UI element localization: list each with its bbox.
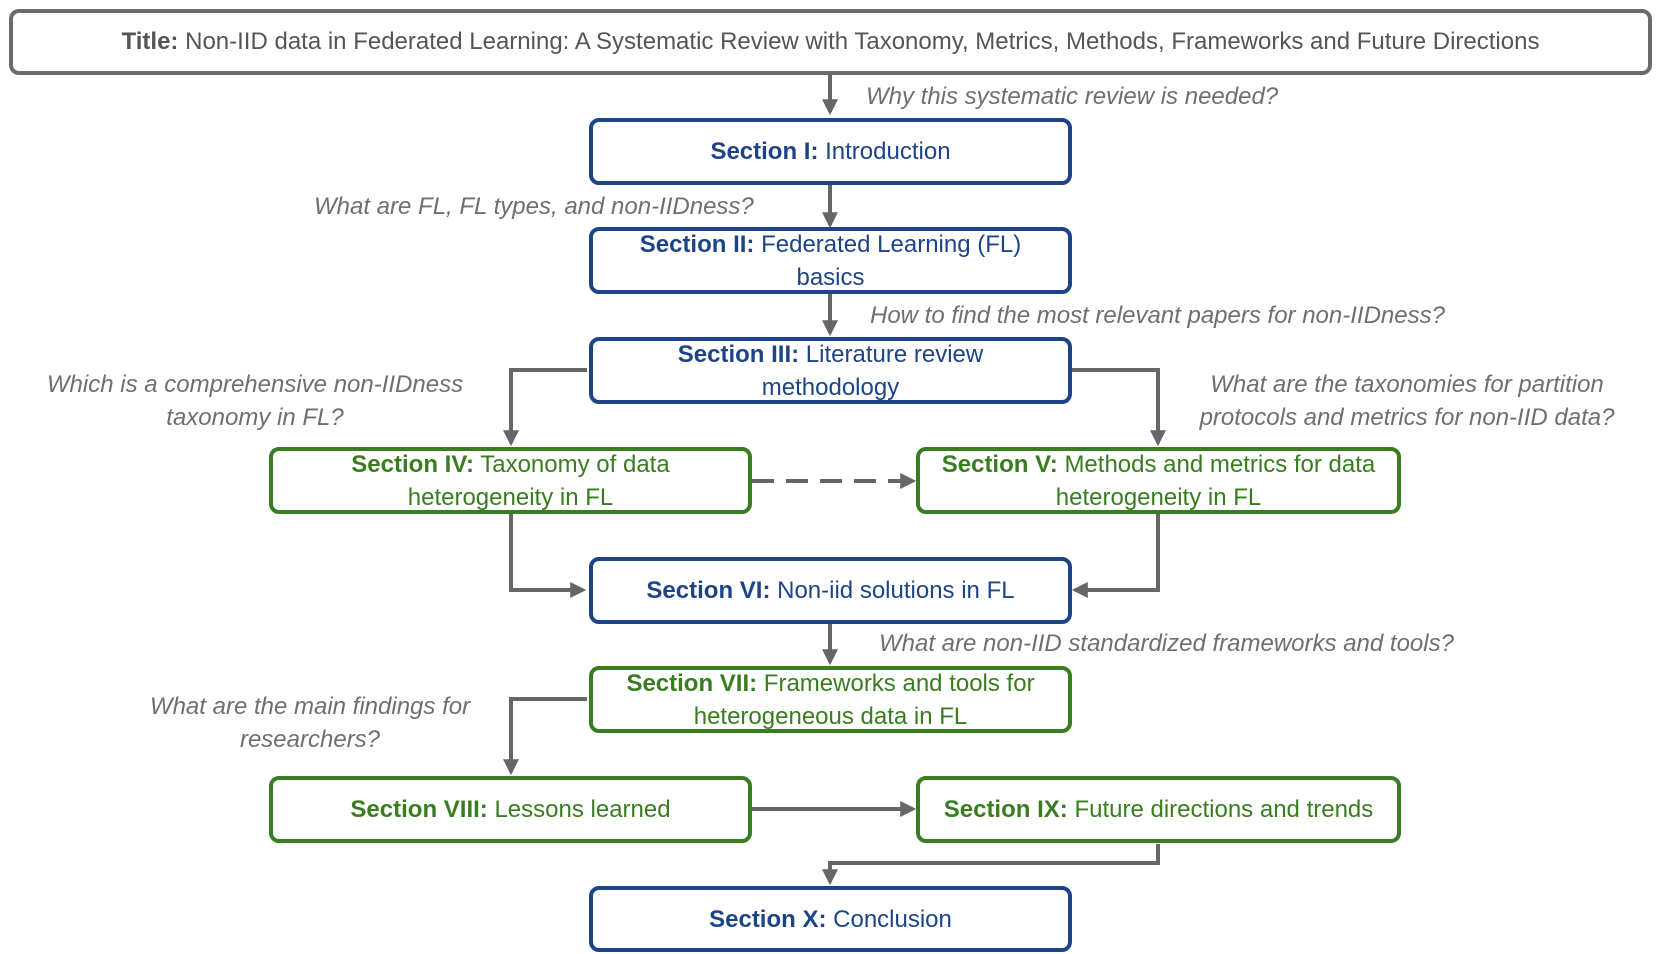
question-taxonomy-line1: Which is a comprehensive non-IIDness [46,371,464,398]
question-partition-line1: What are the taxonomies for partition [1210,371,1604,398]
question-why-review: Why this systematic review is needed? [866,83,1279,110]
section-4-box: Section IV: Taxonomy of data heterogeneit… [269,447,752,514]
arrow-s3-to-s5 [1072,368,1166,447]
section-3-text: Literature review [805,340,984,368]
section-3-label: Section III: [677,340,800,368]
title-label: Title: [121,28,179,55]
question-findings-line2: researchers? [239,726,381,753]
section-5-box: Section V: Methods and metrics for data h… [916,447,1401,514]
section-5-text-line2: heterogeneity in FL [1055,483,1262,511]
section-4-label: Section IV: [351,450,474,478]
section-1-text: Introduction [825,138,951,165]
arrow-s7-to-s8 [503,697,587,776]
section-7-text-line2: heterogeneous data in FL [693,702,968,730]
question-fl-types: What are FL, FL types, and non-IIDness? [314,193,754,220]
arrow-s3-to-s4 [503,368,587,447]
section-8-box: Section VIII: Lessons learned [269,776,752,843]
arrow-s9-to-s10 [822,844,1160,886]
section-6-text: Non-iid solutions in FL [777,577,1015,604]
title-text: Non-IID data in Federated Learning: A Sy… [185,28,1540,55]
section-10-text: Conclusion [833,905,952,933]
section-1-label: Section I: [710,138,819,165]
section-2-text: Federated Learning (FL) [761,230,1022,258]
section-1-box: Section I: Introduction [589,118,1072,185]
section-3-box: Section III: Literature review methodolog… [589,337,1072,404]
title-box: Title: Non-IID data in Federated Learnin… [9,9,1652,75]
section-4-text-line2: heterogeneity in FL [407,483,614,511]
question-frameworks: What are non-IID standardized frameworks… [879,630,1454,657]
section-5-label: Section V: [941,450,1058,478]
section-7-text: Frameworks and tools for [763,669,1035,697]
section-7-label: Section VII: [626,669,758,697]
section-7-box: Section VII: Frameworks and tools for het… [589,666,1072,733]
section-2-label: Section II: [639,230,755,258]
arrow-s4-to-s6 [509,514,587,598]
section-6-box: Section VI: Non-iid solutions in FL [589,557,1072,624]
question-find-papers: How to find the most relevant papers for… [870,302,1445,329]
section-9-label: Section IX: [943,796,1068,823]
question-findings-line1: What are the main findings for [149,693,471,720]
section-8-label: Section VIII: [350,796,488,823]
question-taxonomy-line2: taxonomy in FL? [166,404,344,431]
arrow-s5-to-s6 [1071,514,1160,598]
question-findings: What are the main findings for researche… [105,690,515,756]
section-3-text-line2: methodology [761,373,900,401]
section-9-box: Section IX: Future directions and trends [916,776,1401,843]
section-10-label: Section X: [709,905,827,933]
section-5-text: Methods and metrics for data [1064,450,1376,478]
section-6-label: Section VI: [646,577,771,604]
section-2-box: Section II: Federated Learning (FL) basic… [589,227,1072,294]
question-partition-line2: protocols and metrics for non-IID data? [1199,404,1615,431]
question-taxonomy: Which is a comprehensive non-IIDness tax… [20,368,490,434]
section-4-text: Taxonomy of data [480,450,670,478]
question-partition-metrics: What are the taxonomies for partition pr… [1172,368,1642,434]
section-10-box: Section X: Conclusion [589,886,1072,952]
section-8-text: Lessons learned [494,796,671,823]
section-9-text: Future directions and trends [1074,796,1374,823]
section-2-text-line2: basics [796,263,865,291]
